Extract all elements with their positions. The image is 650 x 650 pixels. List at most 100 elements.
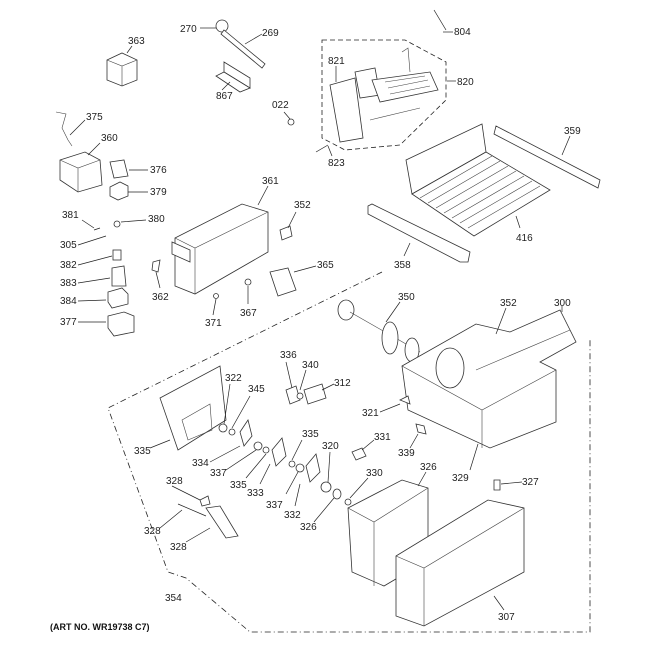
part-bucket-300: [401, 309, 577, 449]
callout-362: 362: [152, 292, 169, 303]
part-screw-823: [315, 144, 329, 153]
callout-377: 377: [60, 317, 77, 328]
leader-337a: [225, 449, 257, 471]
part-shaft-269: [215, 19, 266, 69]
callout-328c: 328: [170, 542, 187, 553]
leader-332: [294, 483, 301, 507]
callout-339: 331: [374, 432, 391, 443]
leader-360: [87, 142, 101, 156]
part-crank-334: [239, 419, 253, 447]
leader-335c: [291, 439, 303, 461]
callout-380: 380: [148, 214, 165, 225]
leader-337b: [285, 471, 299, 495]
callout-358: 358: [394, 260, 411, 271]
part-auger-350: [337, 299, 421, 363]
leader-331: [379, 403, 401, 413]
part-actuator-360: [59, 151, 103, 193]
part-shelf-416: [405, 123, 551, 237]
callout-367: 367: [240, 308, 257, 319]
callout-331: 321: [362, 408, 379, 419]
leader-329: [469, 443, 479, 471]
leader-307: [493, 595, 505, 611]
leader-352a: [287, 211, 297, 229]
callout-379: 379: [150, 187, 167, 198]
callout-384: 384: [60, 296, 77, 307]
callout-326b: 326: [420, 462, 437, 473]
part-washer-322: [218, 423, 228, 433]
leader-362: [155, 271, 161, 289]
part-spring-330: [415, 423, 427, 435]
callout-823: 823: [328, 158, 345, 169]
part-383: [111, 265, 127, 287]
leader-375: [69, 119, 86, 136]
leader-336: [285, 361, 293, 389]
leader-330: [409, 433, 419, 449]
callout-336: 336: [280, 350, 297, 361]
leader-371: [212, 298, 217, 316]
leader-335a: [231, 395, 251, 429]
callout-363: 363: [128, 36, 145, 47]
callout-352b: 352: [500, 298, 517, 309]
callout-352a: 352: [294, 200, 311, 211]
part-linkage-328: [177, 495, 239, 539]
part-washer-335c: [288, 460, 296, 468]
leader-416: [515, 215, 521, 229]
callout-416: 416: [516, 233, 533, 244]
leader-326b: [417, 471, 427, 487]
part-clip-331: [399, 395, 411, 405]
leader-312: [321, 383, 335, 391]
callout-321: 330: [366, 468, 383, 479]
part-365: [269, 267, 297, 297]
part-377: [107, 311, 135, 337]
leader-328a: [171, 485, 201, 501]
leader-328c: [185, 527, 211, 543]
part-lever-375: [55, 111, 73, 147]
part-pin-339: [351, 447, 367, 461]
leader-361: [257, 185, 269, 206]
callout-867: 867: [216, 91, 233, 102]
part-tray-867: [215, 61, 251, 93]
part-bearing-320: [320, 481, 332, 493]
callout-381: 381: [62, 210, 79, 221]
part-washer-335a: [228, 428, 236, 436]
leader-334: [209, 445, 241, 463]
callout-334: 334: [192, 458, 209, 469]
leader-333: [259, 463, 271, 485]
leader-340: [299, 369, 307, 391]
callout-307: 307: [498, 612, 515, 623]
callout-350: 350: [398, 292, 415, 303]
callout-345: 335: [134, 446, 151, 457]
part-352-clip: [279, 225, 293, 241]
assembly-boundary-820: [321, 39, 447, 151]
callout-340: 340: [302, 360, 319, 371]
callout-270: 270: [180, 24, 197, 35]
callout-820: 820: [457, 77, 474, 88]
part-washer-335b: [262, 446, 270, 454]
part-screw-327: [493, 479, 501, 491]
leader-339: [361, 439, 375, 451]
callout-327: 327: [522, 477, 539, 488]
part-icemaker-820: [329, 47, 439, 143]
leader-384: [77, 299, 107, 302]
leader-326a: [313, 497, 335, 523]
leader-352b: [495, 307, 507, 335]
part-rail-359: [493, 125, 601, 189]
callout-361: 361: [262, 176, 279, 187]
callout-335c: 335: [302, 429, 319, 440]
callout-332: 332: [284, 510, 301, 521]
callout-359: 359: [564, 126, 581, 137]
callout-330: 339: [398, 448, 415, 459]
callout-333: 333: [247, 488, 264, 499]
part-pin-381: [93, 227, 101, 231]
callout-376: 376: [150, 165, 167, 176]
callout-337b: 337: [266, 500, 283, 511]
leader-382: [77, 255, 113, 266]
callout-804: 804: [454, 27, 471, 38]
leader-365: [293, 265, 317, 273]
leader-823: [327, 145, 333, 157]
leader-350: [385, 301, 401, 323]
part-crank-332: [305, 453, 321, 483]
assembly-boundary-354: [107, 271, 591, 633]
callout-326a: 326: [300, 522, 317, 533]
callout-269: 269: [262, 28, 279, 39]
